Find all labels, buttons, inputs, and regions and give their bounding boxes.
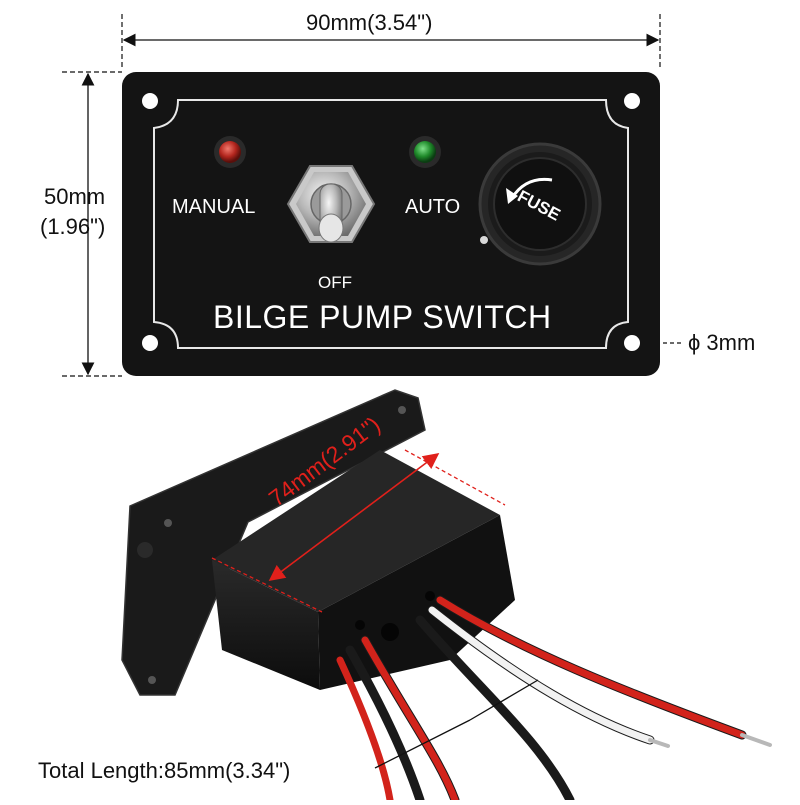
mounting-hole-icon — [398, 406, 406, 414]
mounting-hole-icon — [148, 676, 156, 684]
wires — [336, 595, 772, 805]
hole-diameter-label: ϕ 3mm — [688, 330, 756, 355]
off-label: OFF — [318, 273, 352, 292]
switch-rear-housing — [121, 389, 515, 696]
mounting-hole-icon — [142, 93, 158, 109]
led-indicator-icon — [409, 136, 441, 168]
toggle-switch-icon — [286, 165, 376, 243]
manual-label: MANUAL — [172, 196, 256, 218]
panel-title: BILGE PUMP SWITCH — [213, 299, 552, 335]
height-dimension-label-in: (1.96") — [40, 214, 106, 239]
mounting-hole-icon — [142, 335, 158, 351]
width-dimension-label: 90mm(3.54") — [306, 10, 433, 35]
fuse-holder-icon — [478, 142, 602, 266]
auto-label: AUTO — [405, 196, 461, 218]
depth-dimension — [211, 449, 506, 613]
mounting-hole-icon — [624, 335, 640, 351]
total-length-pointer — [374, 679, 539, 769]
led-indicator-icon — [214, 136, 246, 168]
height-dimension-label-mm: 50mm — [44, 184, 106, 209]
switch-panel — [122, 72, 660, 376]
mounting-hole-icon — [164, 519, 172, 527]
mounting-hole-icon — [624, 93, 640, 109]
total-length-label: Total Length:85mm(3.34") — [38, 758, 291, 783]
